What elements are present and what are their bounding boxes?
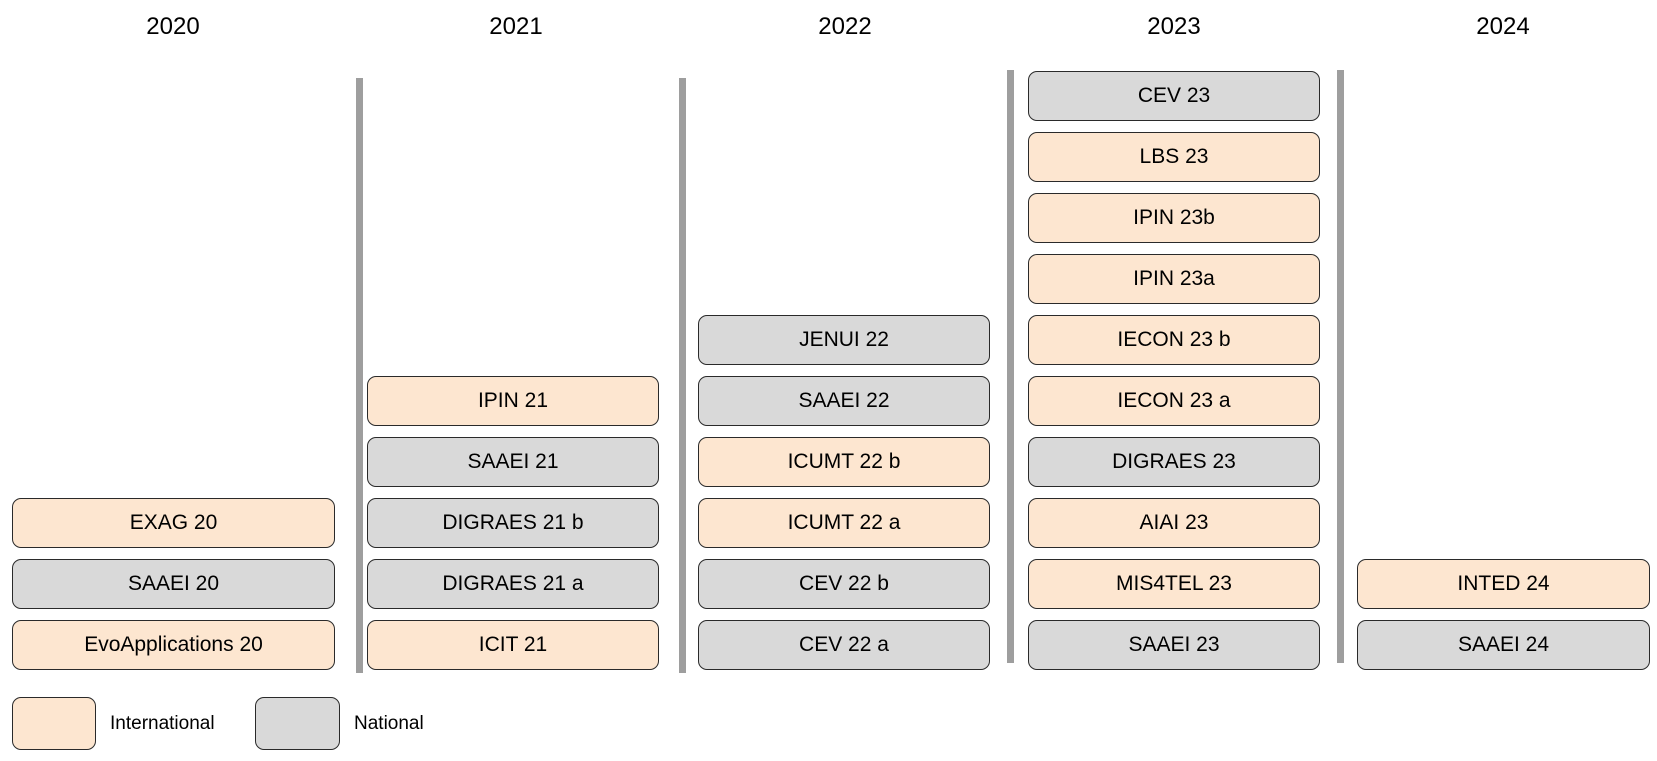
conference-box: DIGRAES 21 b [367,498,659,548]
conference-box: EXAG 20 [12,498,335,548]
conference-box: MIS4TEL 23 [1028,559,1320,609]
year-heading: 2024 [1476,13,1530,40]
legend-label-national: National [354,713,424,734]
conference-box: IPIN 23a [1028,254,1320,304]
conference-box: INTED 24 [1357,559,1650,609]
conference-box: IECON 23 b [1028,315,1320,365]
conference-box: SAAEI 20 [12,559,335,609]
year-heading: 2023 [1147,13,1201,40]
conference-box: IECON 23 a [1028,376,1320,426]
conference-box: ICUMT 22 b [698,437,990,487]
conference-box: ICIT 21 [367,620,659,670]
conference-box: SAAEI 23 [1028,620,1320,670]
conference-box: AIAI 23 [1028,498,1320,548]
conference-box: IPIN 23b [1028,193,1320,243]
conference-box: CEV 22 b [698,559,990,609]
conference-box: CEV 23 [1028,71,1320,121]
conference-box: CEV 22 a [698,620,990,670]
conference-box: DIGRAES 21 a [367,559,659,609]
year-divider [679,78,686,673]
year-divider [356,78,363,673]
legend-swatch-national [255,697,340,750]
year-heading: 2022 [818,13,872,40]
conference-box: EvoApplications 20 [12,620,335,670]
year-heading: 2020 [146,13,200,40]
legend-label-international: International [110,713,215,734]
legend-swatch-international [12,697,96,750]
conference-box: JENUI 22 [698,315,990,365]
conference-box: IPIN 21 [367,376,659,426]
conference-box: SAAEI 21 [367,437,659,487]
year-divider [1337,70,1344,663]
conference-box: SAAEI 22 [698,376,990,426]
year-divider [1007,70,1014,663]
conference-box: SAAEI 24 [1357,620,1650,670]
conference-box: ICUMT 22 a [698,498,990,548]
year-heading: 2021 [489,13,543,40]
conference-box: DIGRAES 23 [1028,437,1320,487]
conference-box: LBS 23 [1028,132,1320,182]
